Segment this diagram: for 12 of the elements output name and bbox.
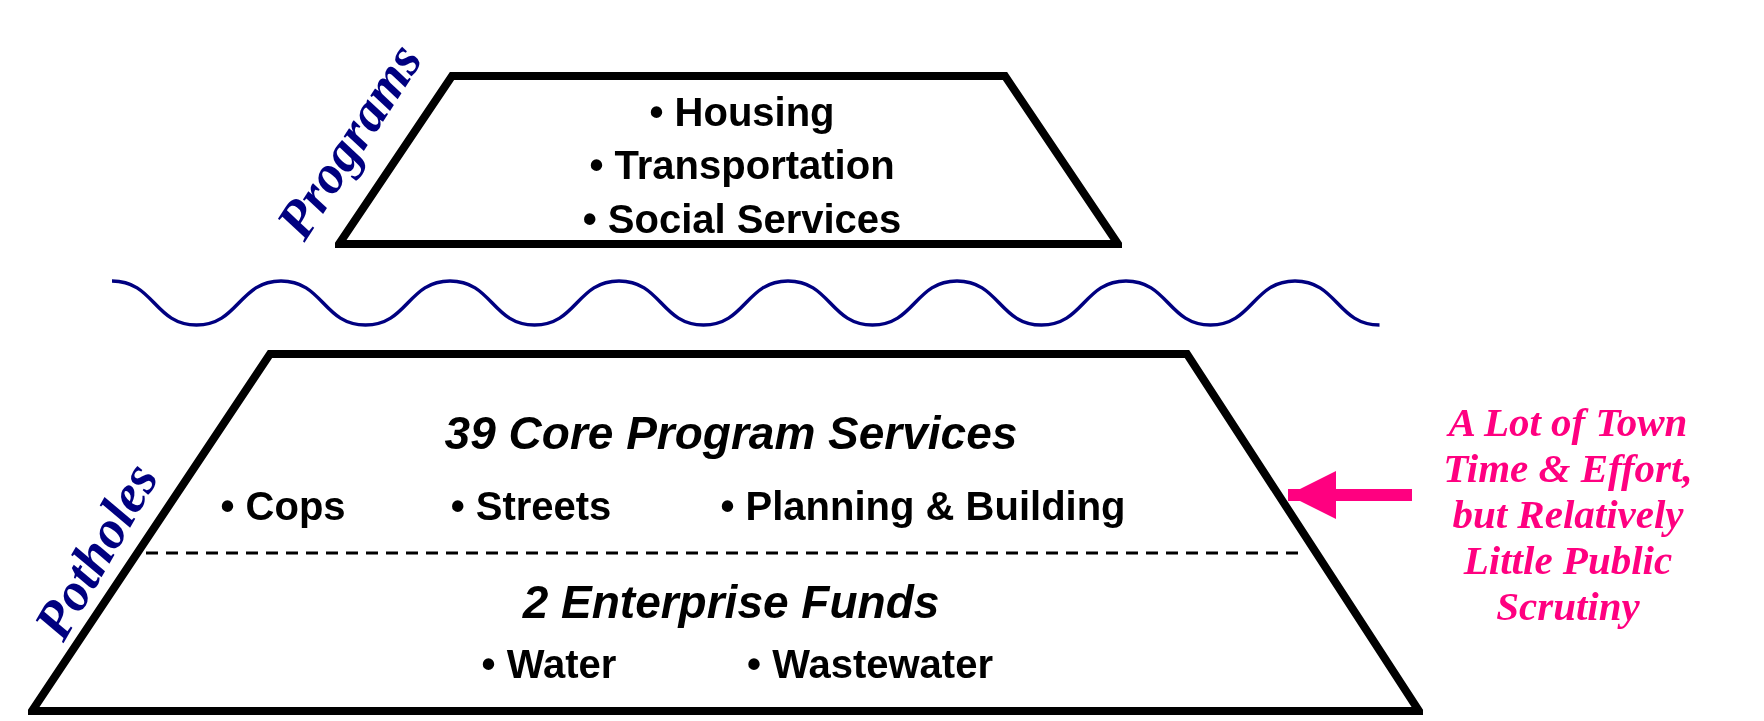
bullet-item: • Housing: [649, 90, 835, 134]
bullet-item: • Wastewater: [747, 642, 993, 686]
section-heading: 39 Core Program Services: [444, 407, 1018, 459]
bullet-item: • Streets: [450, 484, 612, 528]
section-heading: 2 Enterprise Funds: [522, 576, 940, 628]
bullet-item: • Social Services: [582, 197, 902, 241]
bullet-item: • Planning & Building: [720, 484, 1126, 528]
arrow: [1288, 471, 1412, 519]
bullet-item: • Water: [481, 642, 617, 686]
bullet-item: • Transportation: [589, 143, 895, 187]
bullet-item: • Cops: [220, 484, 346, 528]
annotation-text: A Lot of Town Time & Effort, but Relatively Little Public Scrutiny: [1442, 400, 1694, 630]
